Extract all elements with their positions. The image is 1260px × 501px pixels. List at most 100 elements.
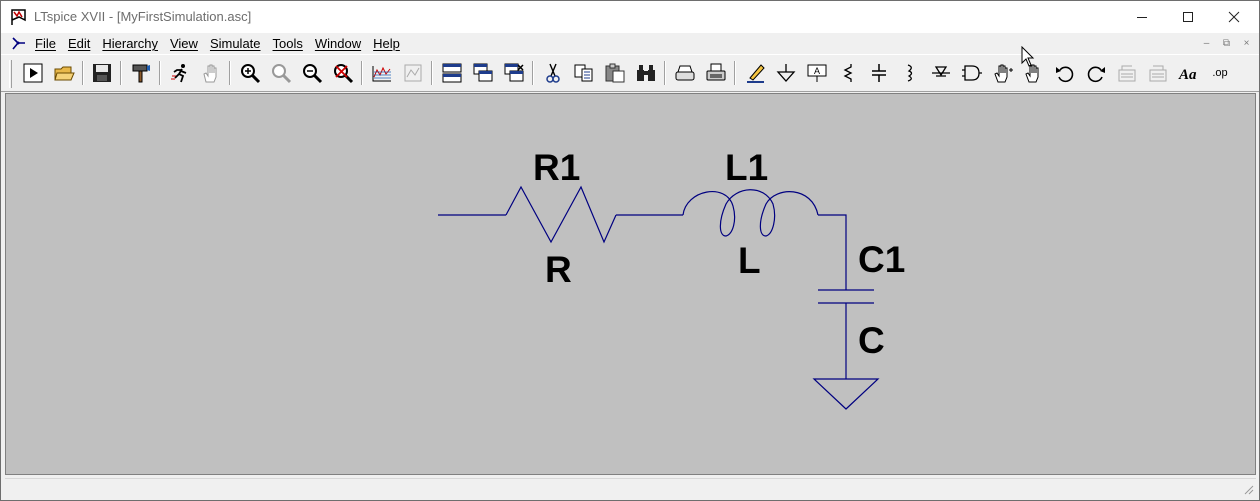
redo-button[interactable]: [1083, 60, 1109, 86]
zoom-cancel-button[interactable]: [330, 60, 356, 86]
r1-instance-label[interactable]: R1: [533, 147, 581, 188]
save-button[interactable]: [89, 60, 115, 86]
drag-button[interactable]: [1021, 60, 1047, 86]
maximize-button[interactable]: [1165, 1, 1211, 33]
diode-button[interactable]: [928, 60, 954, 86]
print-icon: [706, 63, 726, 81]
inductor-button[interactable]: [897, 60, 923, 86]
move-button[interactable]: [990, 60, 1016, 86]
autorange-button[interactable]: [369, 60, 395, 86]
l1-value-label[interactable]: L: [738, 240, 761, 281]
menu-simulate[interactable]: Simulate: [209, 36, 261, 51]
toolbar-separator: [120, 61, 122, 85]
print-preview-button[interactable]: [672, 60, 698, 86]
component-button[interactable]: [959, 60, 985, 86]
mirror-button[interactable]: [1145, 60, 1171, 86]
undo-button[interactable]: [1052, 60, 1078, 86]
rotate-button[interactable]: [1114, 60, 1140, 86]
l1-instance-label[interactable]: L1: [725, 147, 769, 188]
minimize-button[interactable]: [1119, 1, 1165, 33]
menu-file[interactable]: File: [35, 36, 56, 51]
control-panel-button[interactable]: [128, 60, 154, 86]
close-windows-button[interactable]: [501, 60, 527, 86]
zoom-in-button[interactable]: [237, 60, 263, 86]
text-icon: Aa: [1178, 67, 1197, 83]
tile-windows-button[interactable]: [439, 60, 465, 86]
close-windows-icon: [504, 63, 524, 82]
r1-value-label[interactable]: R: [545, 249, 572, 290]
maximize-icon: [1183, 12, 1193, 22]
cut-button[interactable]: [540, 60, 566, 86]
schematic-document-icon[interactable]: [10, 35, 27, 52]
spice-directive-button[interactable]: .op: [1207, 60, 1233, 86]
pan-button[interactable]: [198, 60, 224, 86]
title-bar[interactable]: LTspice XVII - [MyFirstSimulation.asc]: [1, 1, 1259, 33]
menu-window[interactable]: Window: [314, 36, 362, 51]
menu-hierarchy[interactable]: Hierarchy: [102, 36, 158, 51]
copy-icon: [574, 64, 593, 82]
toolbar-separator: [361, 61, 363, 85]
menu-tools[interactable]: Tools: [272, 36, 303, 51]
plot-settings-button[interactable]: [400, 60, 426, 86]
toolbar-separator: [229, 61, 231, 85]
schematic-canvas[interactable]: R1 R L1 L C1 C: [5, 93, 1256, 475]
mirror-icon: [1149, 65, 1167, 82]
print-preview-icon: [675, 65, 695, 81]
document-minimize-button[interactable]: –: [1203, 38, 1210, 49]
draw-wire-button[interactable]: [742, 60, 768, 86]
wire-l1-c1[interactable]: [818, 214, 847, 290]
toolbar-separator: [734, 61, 736, 85]
schematic-drawing: [438, 185, 880, 410]
c1-value-label[interactable]: C: [858, 320, 885, 361]
plot-settings-icon: [404, 64, 422, 82]
undo-icon: [1056, 66, 1074, 83]
menu-help[interactable]: Help: [373, 36, 400, 51]
text-button[interactable]: Aa: [1176, 60, 1202, 86]
inductor-icon: [907, 64, 913, 82]
capacitor-button[interactable]: [866, 60, 892, 86]
resistor-button[interactable]: [835, 60, 861, 86]
svg-text:Aa: Aa: [1178, 67, 1197, 83]
print-button[interactable]: [703, 60, 729, 86]
open-button[interactable]: [51, 60, 77, 86]
draw-wire-icon: [747, 64, 765, 83]
zoom-cancel-icon: [334, 64, 354, 84]
cascade-windows-icon: [473, 63, 493, 82]
document-restore-button[interactable]: ⧉: [1222, 38, 1231, 49]
find-binoculars-icon: [637, 65, 655, 81]
paste-button[interactable]: [602, 60, 628, 86]
rotate-icon: [1118, 65, 1136, 82]
toolbar-separator: [532, 61, 534, 85]
resistor-r1-symbol[interactable]: [505, 185, 617, 244]
toolbar-grip[interactable]: [9, 60, 12, 88]
zoom-area-button[interactable]: [268, 60, 294, 86]
pan-hand-icon: [203, 64, 217, 83]
run-simulation-button[interactable]: [167, 60, 193, 86]
inductor-l1-symbol[interactable]: [682, 189, 819, 237]
menu-items: File Edit Hierarchy View Simulate Tools …: [29, 33, 406, 54]
cascade-windows-button[interactable]: [470, 60, 496, 86]
copy-button[interactable]: [571, 60, 597, 86]
label-net-button[interactable]: A: [804, 60, 830, 86]
run-button[interactable]: [20, 60, 46, 86]
ground-symbol[interactable]: [812, 378, 880, 410]
run-icon: [23, 63, 43, 83]
find-button[interactable]: [633, 60, 659, 86]
save-icon: [93, 64, 111, 82]
capacitor-icon: [872, 64, 886, 82]
c1-instance-label[interactable]: C1: [858, 239, 906, 280]
zoom-out-button[interactable]: [299, 60, 325, 86]
svg-text:A: A: [814, 66, 820, 76]
ground-button[interactable]: [773, 60, 799, 86]
menu-view[interactable]: View: [169, 36, 198, 51]
close-button[interactable]: [1211, 1, 1257, 33]
toolbar-separator: [664, 61, 666, 85]
redo-icon: [1087, 66, 1105, 83]
move-hand-icon: [994, 64, 1013, 83]
toolbar-separator: [82, 61, 84, 85]
capacitor-c1-symbol[interactable]: [818, 289, 874, 304]
resize-grip-icon[interactable]: [1242, 483, 1254, 495]
document-close-button[interactable]: ×: [1243, 38, 1250, 49]
menu-edit[interactable]: Edit: [67, 36, 91, 51]
